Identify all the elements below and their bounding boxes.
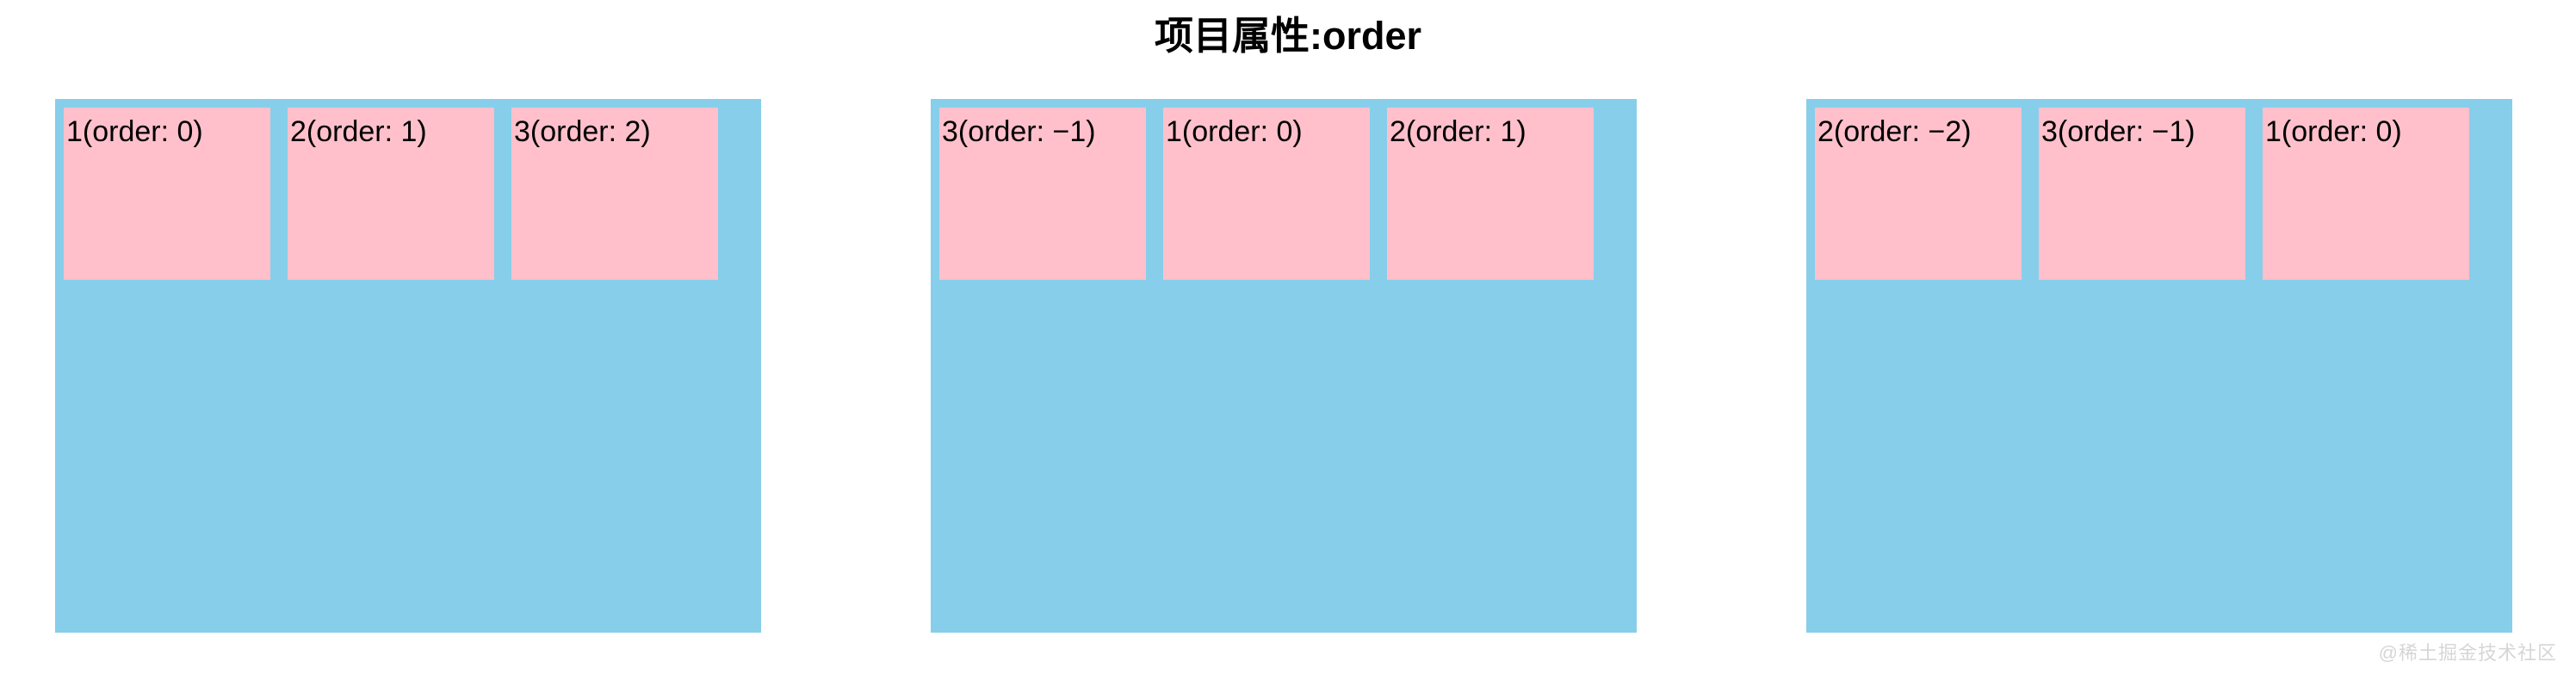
demo-row: 1(order: 0) 2(order: 1) 3(order: 2) 3(or… [55,99,2512,633]
flex-item: 1(order: 0) [64,108,270,280]
flex-container-1: 1(order: 0) 2(order: 1) 3(order: 2) [55,99,761,633]
watermark: @稀土掘金技术社区 [2378,642,2557,664]
flex-item: 3(order: 2) [511,108,718,280]
flex-item: 3(order: −1) [939,108,1146,280]
page-title: 项目属性:order [1154,14,1421,58]
flex-item: 2(order: 1) [1387,108,1594,280]
flex-item: 1(order: 0) [2263,108,2469,280]
flex-item: 1(order: 0) [1163,108,1370,280]
flex-item: 2(order: −2) [1815,108,2022,280]
flex-container-3: 2(order: −2) 3(order: −1) 1(order: 0) [1806,99,2512,633]
flex-item: 2(order: 1) [288,108,494,280]
flex-container-2: 3(order: −1) 1(order: 0) 2(order: 1) [931,99,1637,633]
flex-item: 3(order: −1) [2039,108,2245,280]
